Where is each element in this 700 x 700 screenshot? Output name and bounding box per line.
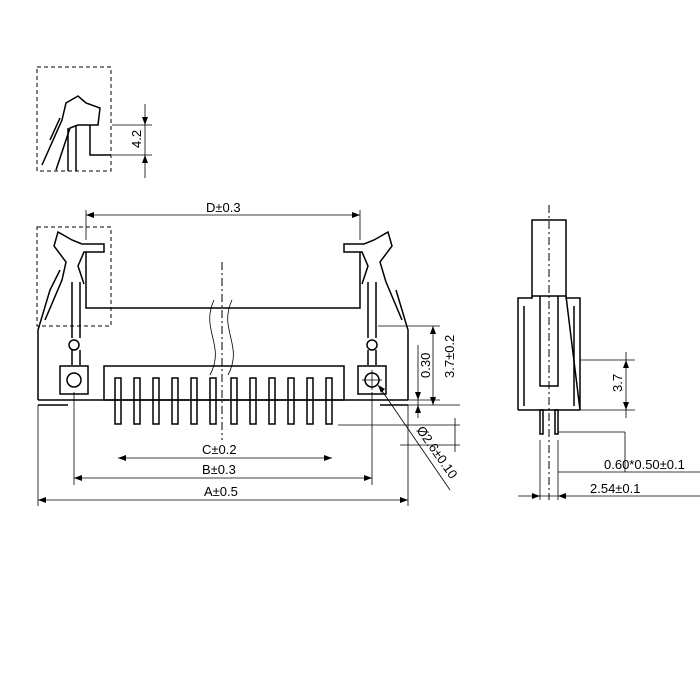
front-view: D±0.3 [36, 200, 461, 506]
pin-2 [133, 377, 141, 425]
dim-a-label: A±0.5 [204, 484, 238, 499]
pin-12 [325, 377, 333, 425]
pin-5 [190, 377, 198, 425]
detail-latch [41, 95, 101, 171]
side-lower-body [517, 295, 581, 411]
left-latch-pin [68, 339, 80, 351]
dim-c-label: C±0.2 [202, 442, 237, 457]
pin-row [114, 377, 333, 425]
left-latch [44, 230, 105, 321]
pin-4 [171, 377, 179, 425]
pin-8 [249, 377, 257, 425]
standoff-label: 0.30 [418, 353, 433, 378]
pitch-label: 2.54±0.1 [590, 481, 641, 496]
dim-b-label: B±0.3 [202, 462, 236, 477]
dim-d-label: D±0.3 [206, 200, 241, 215]
side-pin-left [539, 409, 544, 435]
side-height-label: 3.7 [610, 374, 625, 392]
side-upper-body [531, 219, 567, 297]
side-pin-right [554, 409, 559, 435]
pin-housing [103, 365, 345, 401]
pin-10 [287, 377, 295, 425]
pin-3 [152, 377, 160, 425]
left-mount-hole [66, 372, 82, 388]
right-latch [343, 230, 403, 321]
pin-size-label: 0.60*0.50±0.1 [604, 457, 685, 472]
body-height-label: 3.7±0.2 [442, 335, 457, 378]
left-mount-boss [59, 365, 89, 395]
pin-1 [114, 377, 122, 425]
right-latch-pin [366, 339, 378, 351]
latch-detail-view: 4.2 [36, 66, 152, 178]
pin-9 [268, 377, 276, 425]
detail-height-label: 4.2 [129, 130, 144, 148]
pin-11 [306, 377, 314, 425]
pin-6 [209, 377, 217, 425]
detail-frame [36, 66, 112, 172]
hole-diameter-label: Ø2.6±0.10 [414, 423, 461, 481]
pin-7 [230, 377, 238, 425]
break-line [209, 299, 234, 376]
body-left-wall [37, 269, 61, 400]
side-view: 3.7 0.60*0.50±0.1 2.54±0.1 [517, 205, 700, 500]
left-latch-frame [36, 226, 112, 327]
